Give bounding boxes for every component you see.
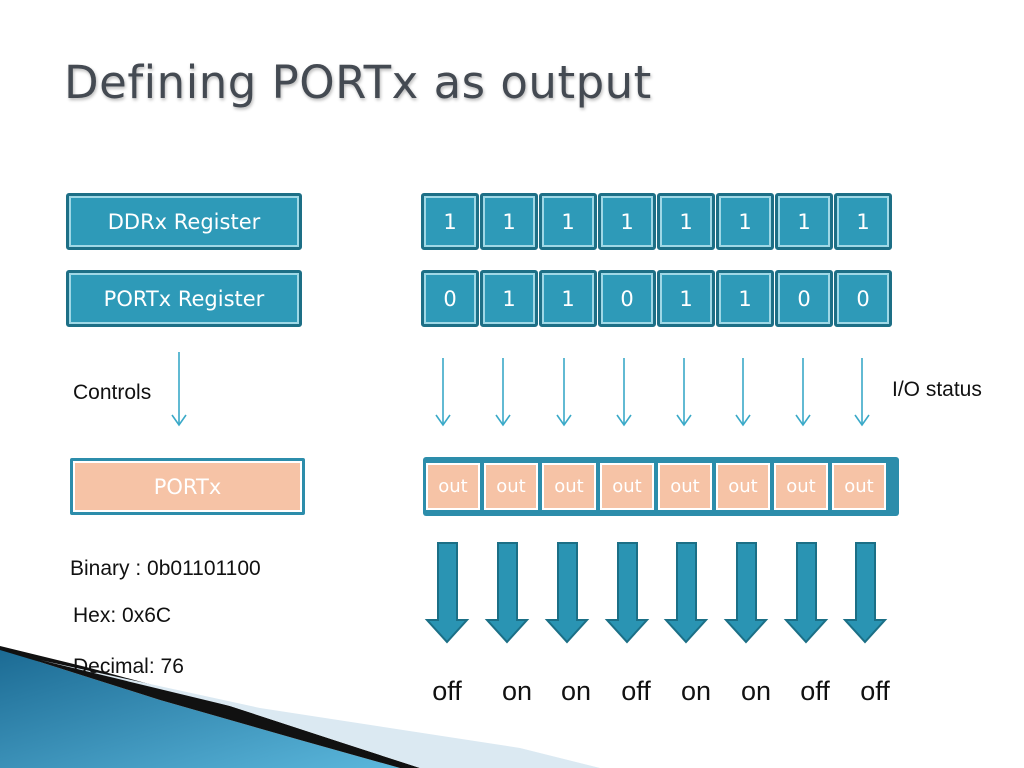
output-arrow-icon bbox=[723, 542, 769, 644]
pin-6-direction: out bbox=[484, 463, 538, 510]
ddrx-bit-2: 1 bbox=[716, 193, 774, 250]
bit-arrow-icon bbox=[435, 358, 451, 427]
pin-1-state: off bbox=[800, 676, 830, 706]
portx-register-bit-6: 1 bbox=[480, 270, 538, 327]
binary-value-label: Binary : 0b01101100 bbox=[70, 557, 261, 580]
portx-register-bit-1: 0 bbox=[775, 270, 833, 327]
output-arrow-icon bbox=[484, 542, 530, 644]
output-arrow-icon bbox=[842, 542, 888, 644]
ddrx-bit-0: 1 bbox=[834, 193, 892, 250]
pin-3-direction: out bbox=[658, 463, 712, 510]
portx-register-bit-0: 0 bbox=[834, 270, 892, 327]
portx-register-bit-4: 0 bbox=[598, 270, 656, 327]
portx-register-bit-7: 0 bbox=[421, 270, 479, 327]
pin-4-state: off bbox=[621, 676, 651, 706]
pin-1-direction: out bbox=[774, 463, 828, 510]
bit-arrow-icon bbox=[495, 358, 511, 427]
pin-5-direction: out bbox=[542, 463, 596, 510]
portx-register-bit-5: 1 bbox=[539, 270, 597, 327]
ddrx-register-label: DDRx Register bbox=[66, 193, 302, 250]
portx-pin-row: out out out out out out out out bbox=[423, 457, 899, 516]
pin-4-direction: out bbox=[600, 463, 654, 510]
ddrx-bit-7: 1 bbox=[421, 193, 479, 250]
pin-2-direction: out bbox=[716, 463, 770, 510]
pin-5-state: on bbox=[560, 676, 592, 706]
portx-register-bit-row: 0 1 1 0 1 1 0 0 bbox=[421, 270, 893, 327]
output-arrow-icon bbox=[604, 542, 650, 644]
ddrx-bit-row: 1 1 1 1 1 1 1 1 bbox=[421, 193, 893, 250]
pin-7-direction: out bbox=[426, 463, 480, 510]
pin-3-state: on bbox=[680, 676, 712, 706]
pin-2-state: on bbox=[740, 676, 772, 706]
controls-label: Controls bbox=[73, 381, 152, 404]
ddrx-bit-6: 1 bbox=[480, 193, 538, 250]
io-status-label: I/O status bbox=[892, 378, 982, 401]
output-arrow-icon bbox=[783, 542, 829, 644]
bit-arrow-icon bbox=[854, 358, 870, 427]
pin-6-state: on bbox=[501, 676, 533, 706]
ddrx-bit-3: 1 bbox=[657, 193, 715, 250]
output-arrow-icon bbox=[544, 542, 590, 644]
portx-register-bit-2: 1 bbox=[716, 270, 774, 327]
portx-label-box: PORTx bbox=[70, 458, 305, 515]
ddrx-bit-4: 1 bbox=[598, 193, 656, 250]
hex-value-label: Hex: 0x6C bbox=[73, 604, 172, 627]
output-arrow-icon bbox=[663, 542, 709, 644]
bit-arrow-icon bbox=[676, 358, 692, 427]
pin-0-state: off bbox=[860, 676, 890, 706]
ddrx-bit-1: 1 bbox=[775, 193, 833, 250]
output-arrow-icon bbox=[424, 542, 470, 644]
ddrx-bit-5: 1 bbox=[539, 193, 597, 250]
controls-arrow-icon bbox=[171, 352, 187, 427]
portx-register-label: PORTx Register bbox=[66, 270, 302, 327]
portx-register-bit-3: 1 bbox=[657, 270, 715, 327]
decimal-value-label: Decimal: 76 bbox=[73, 655, 184, 678]
pin-0-direction: out bbox=[832, 463, 886, 510]
bit-arrow-icon bbox=[556, 358, 572, 427]
slide-title: Defining PORTx as output bbox=[64, 56, 652, 109]
bit-arrow-icon bbox=[735, 358, 751, 427]
bit-arrow-icon bbox=[795, 358, 811, 427]
bit-arrow-icon bbox=[616, 358, 632, 427]
pin-7-state: off bbox=[432, 676, 462, 706]
